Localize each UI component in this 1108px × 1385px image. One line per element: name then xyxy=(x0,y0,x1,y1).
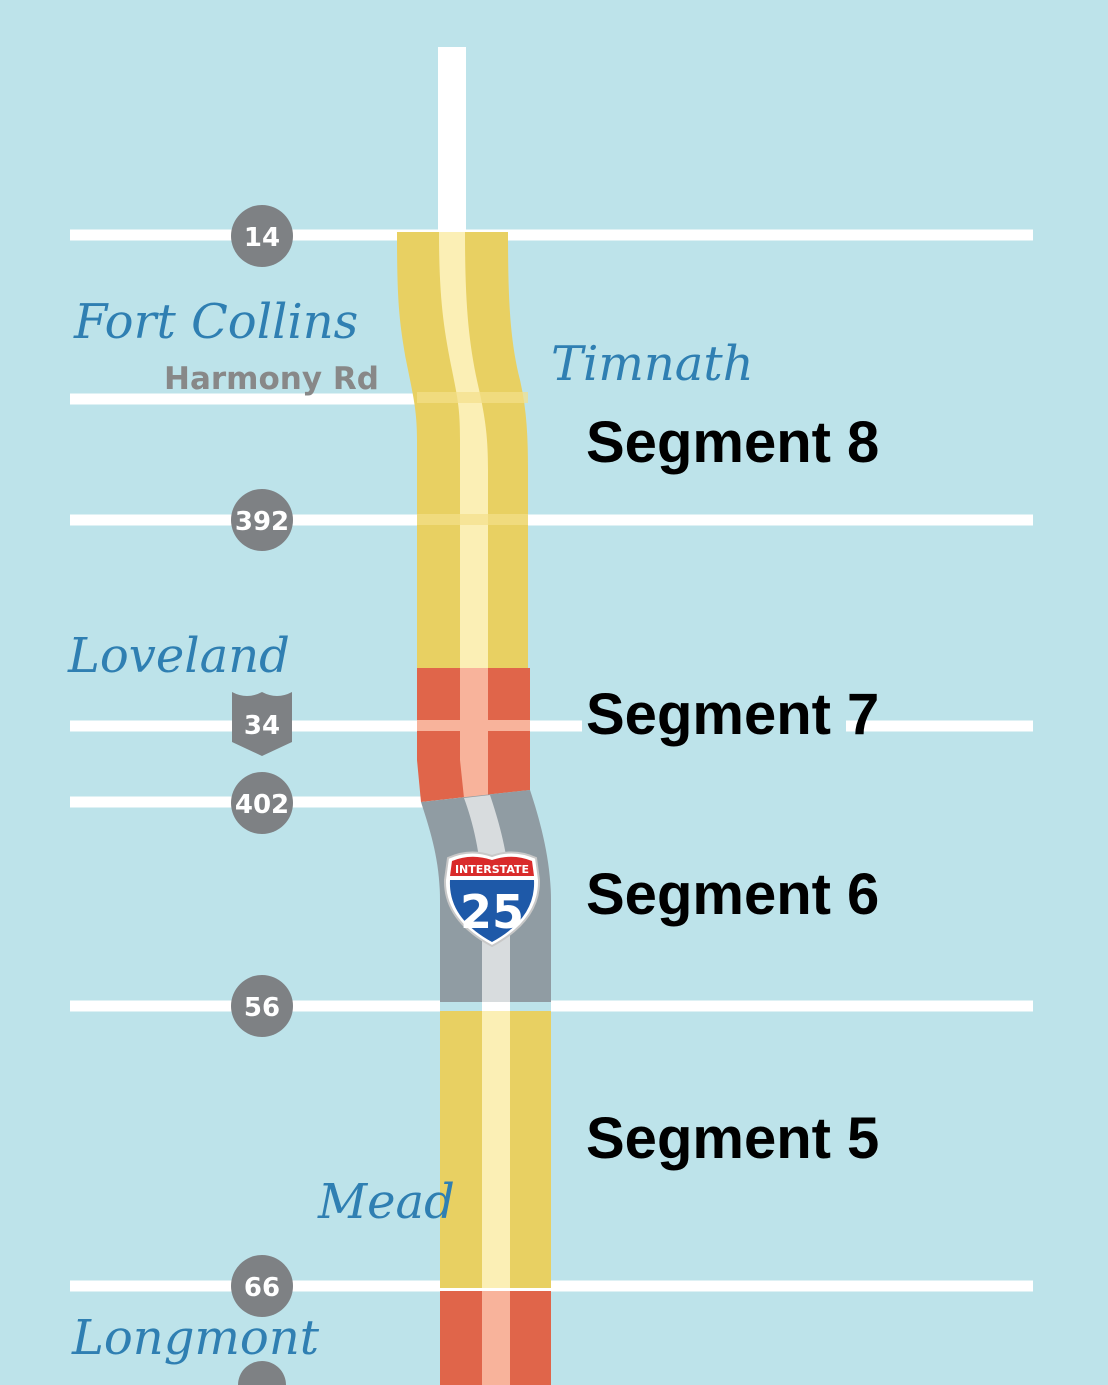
route-badge-56: 56 xyxy=(231,975,293,1037)
city-mead: Mead xyxy=(317,1174,455,1230)
us-shield-icon xyxy=(232,692,292,756)
segment-8-label: Segment 8 xyxy=(586,410,879,475)
route-badge-14: 14 xyxy=(231,205,293,267)
route-badge-392: 392 xyxy=(231,489,293,551)
highway-segment-4 xyxy=(440,1291,551,1385)
highway-segment-8 xyxy=(397,232,528,668)
route-56-label: 56 xyxy=(244,993,280,1023)
route-66-label: 66 xyxy=(244,1273,280,1303)
segment-7-label: Segment 7 xyxy=(586,682,879,747)
interstate-shield-icon: INTERSTATE 25 xyxy=(443,851,541,948)
highway-segment-7 xyxy=(417,668,530,802)
route-badge-partial xyxy=(238,1361,286,1385)
segment-7-label-bg xyxy=(582,708,846,734)
interstate-number: 25 xyxy=(460,885,524,939)
route-392-label: 392 xyxy=(235,507,289,537)
route-14-label: 14 xyxy=(244,223,280,253)
highway-segment-5 xyxy=(440,1002,551,1288)
city-fort-collins: Fort Collins xyxy=(73,294,358,350)
street-harmony-rd: Harmony Rd xyxy=(164,361,379,397)
segment-6-label: Segment 6 xyxy=(586,862,879,927)
i25-north-road xyxy=(438,47,466,237)
city-longmont: Longmont xyxy=(71,1310,320,1366)
route-34-label: 34 xyxy=(244,711,280,741)
segment-5-label: Segment 5 xyxy=(586,1106,879,1171)
route-badge-66: 66 xyxy=(231,1255,293,1317)
us-route-shield-34: 34 xyxy=(232,692,292,756)
interstate-label: INTERSTATE xyxy=(455,863,529,876)
city-loveland: Loveland xyxy=(67,628,290,684)
route-402-label: 402 xyxy=(235,790,289,820)
route-badge-402: 402 xyxy=(231,772,293,834)
city-timnath: Timnath xyxy=(551,336,754,392)
